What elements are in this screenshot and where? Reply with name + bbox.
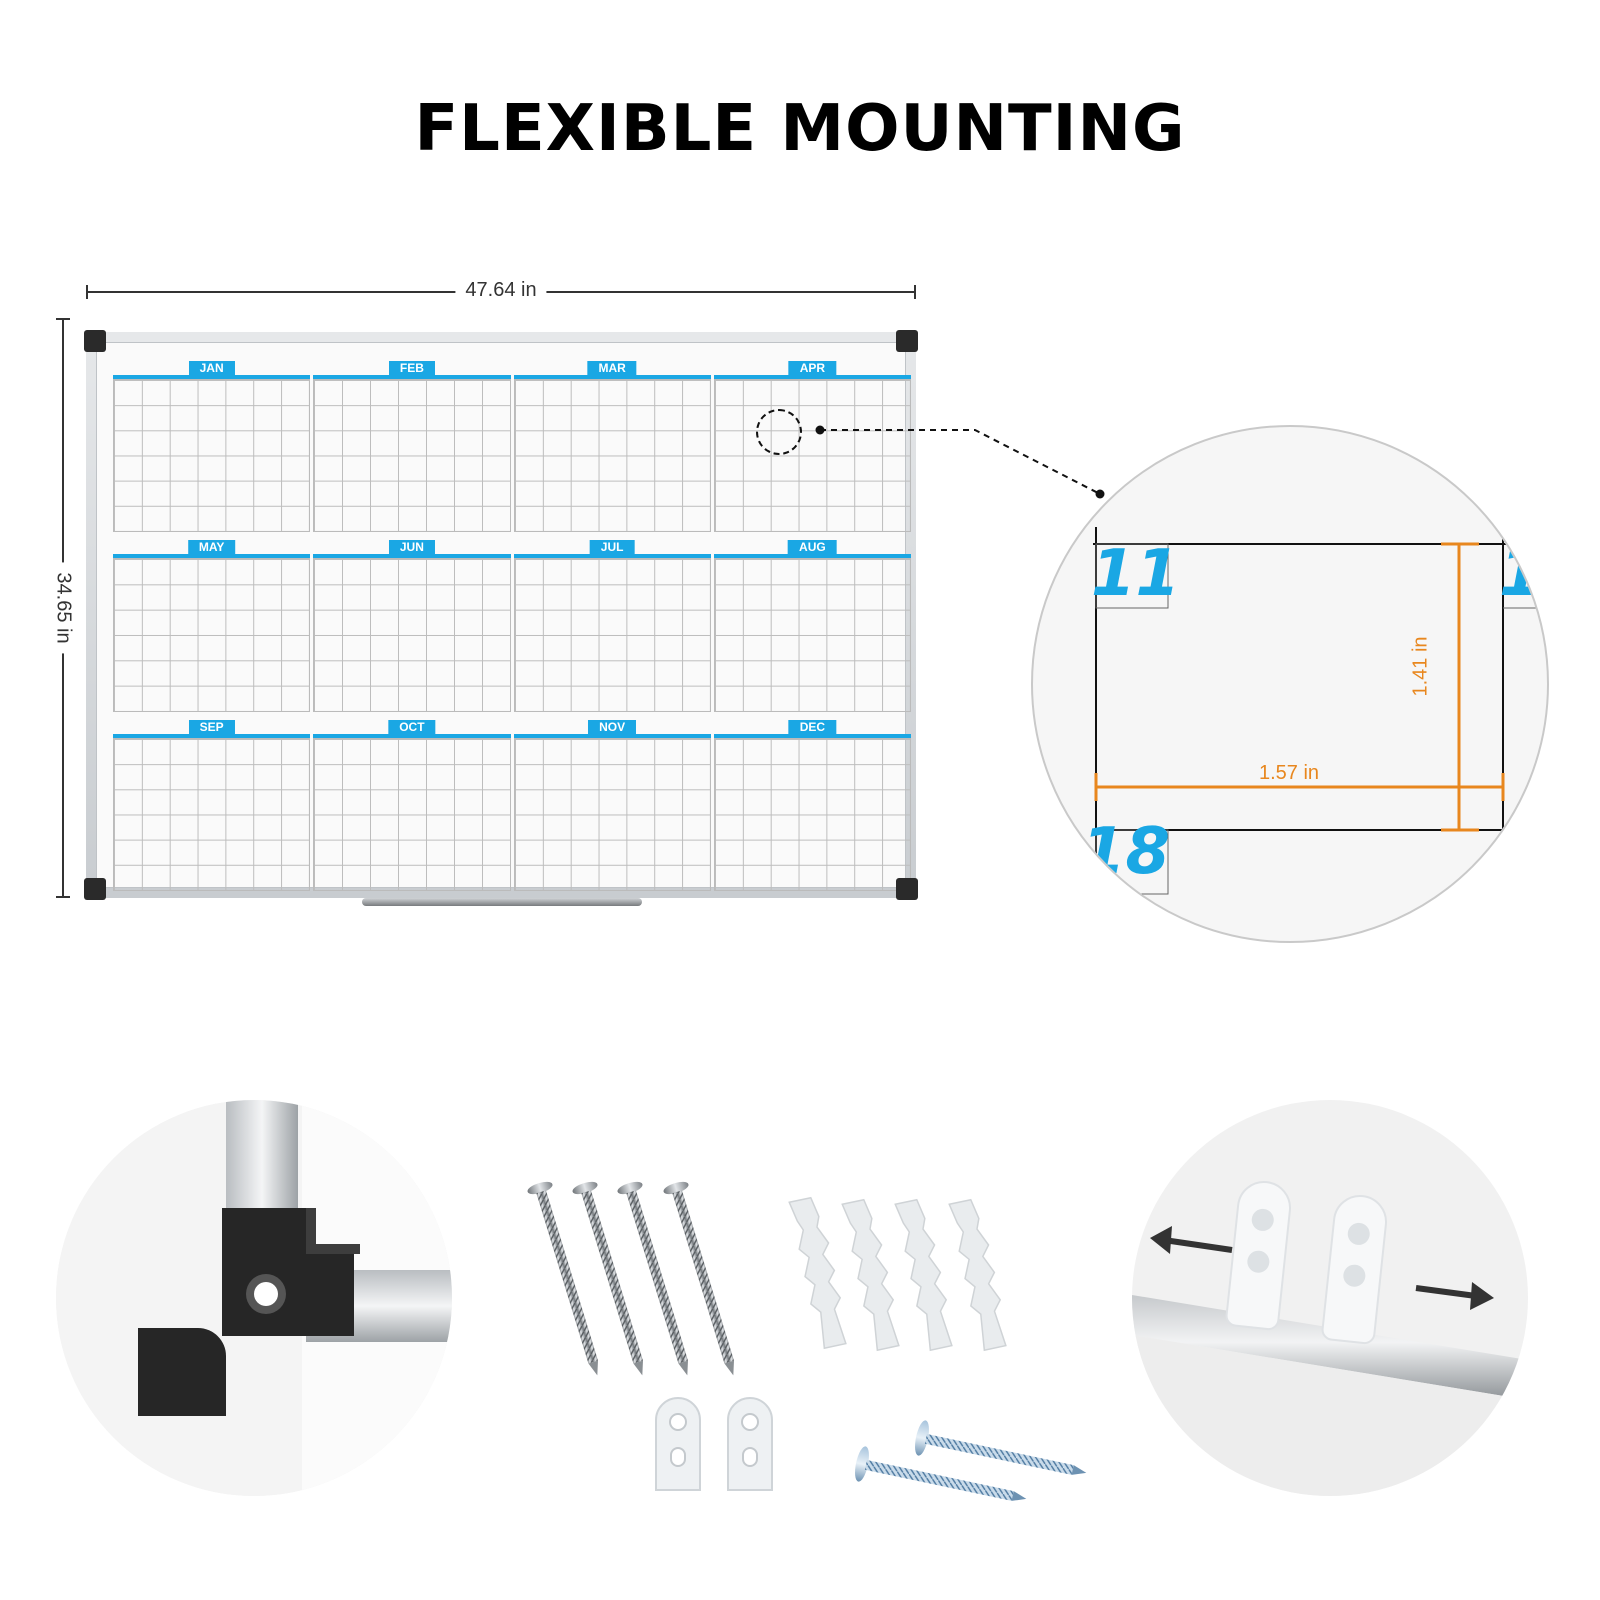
- weekday-header-bar: [513, 554, 711, 559]
- weekday-header-bar: [113, 733, 311, 738]
- weekday-header-bar: [713, 375, 911, 379]
- month-block: FEB: [313, 361, 511, 533]
- hanging-clip-icon: [727, 1397, 773, 1491]
- wall-anchor-icon: [948, 1198, 1007, 1352]
- month-block: AUG: [713, 540, 911, 712]
- month-block: APR: [713, 361, 911, 533]
- screw-icon: [915, 1420, 1087, 1475]
- weekday-header-bar: [313, 554, 511, 559]
- weekday-header-bar: [713, 733, 911, 738]
- slide-arrow-icon: [1415, 1282, 1494, 1310]
- month-block: SEP: [113, 719, 311, 891]
- hanging-clip-icon: [1321, 1195, 1387, 1345]
- month-block: JUL: [513, 540, 711, 712]
- day-cell-grid: [713, 558, 911, 712]
- month-block: OCT: [313, 719, 511, 891]
- weekday-header-bar: [113, 375, 311, 379]
- wall-anchor-icon: [841, 1198, 900, 1352]
- wall-anchor-icon: [894, 1198, 953, 1352]
- weekday-header-bar: [513, 375, 711, 379]
- corner-cap-icon: [896, 878, 918, 900]
- day-cell-grid: [313, 737, 511, 891]
- month-block: MAR: [513, 361, 711, 533]
- zoom-focus-circle: [756, 409, 802, 455]
- height-dimension: 34.65 in: [51, 318, 75, 898]
- month-label: NOV: [588, 719, 637, 735]
- wall-anchor-icon: [788, 1196, 847, 1350]
- width-label: 47.64 in: [455, 279, 547, 302]
- month-block: JAN: [113, 361, 311, 533]
- screw-icon: [663, 1181, 734, 1376]
- corner-cap-icon: [84, 330, 106, 352]
- month-label: OCT: [388, 719, 436, 735]
- weekday-header-bar: [513, 733, 711, 738]
- day-cell-grid: [713, 379, 911, 533]
- month-block: MAY: [113, 540, 311, 712]
- day-cell-grid: [513, 737, 711, 891]
- screw-icon: [855, 1446, 1027, 1501]
- day-cell-grid: [313, 379, 511, 533]
- cell-width-label: 1.57 in: [1259, 762, 1320, 784]
- day-cell-grid: [113, 737, 311, 891]
- month-grid: JAN FEB MAR APR MAY JUN JUL AUG SEP OCT NOV DEC: [113, 361, 911, 891]
- screw-icon: [617, 1181, 688, 1376]
- marker-tray: [362, 898, 642, 906]
- zoom-detail-circle: 11 18 1 1.57 in 1.41 in: [1031, 425, 1549, 943]
- day-cell-grid: [313, 558, 511, 712]
- month-label: JUN: [388, 540, 435, 556]
- month-block: NOV: [513, 719, 711, 891]
- corner-cap-icon: [84, 878, 106, 900]
- day-number: 11: [1091, 537, 1181, 611]
- screw-icon: [527, 1181, 598, 1376]
- month-label: SEP: [188, 719, 235, 735]
- hanging-clip-icon: [1225, 1181, 1291, 1331]
- month-label: FEB: [388, 361, 435, 376]
- month-block: DEC: [713, 719, 911, 891]
- month-label: MAY: [187, 540, 236, 556]
- day-cell-grid: [113, 379, 311, 533]
- hanging-clip-icon: [655, 1397, 701, 1491]
- rail-clip-closeup-circle: [1132, 1100, 1528, 1496]
- day-number: 18: [1081, 815, 1171, 889]
- month-label: DEC: [788, 719, 837, 735]
- screw-icon: [572, 1181, 643, 1376]
- day-cell-grid: [513, 379, 711, 533]
- month-label: AUG: [788, 540, 837, 556]
- corner-closeup-circle: [56, 1100, 452, 1496]
- width-dimension: 47.64 in: [86, 279, 916, 302]
- month-label: JUL: [589, 540, 635, 556]
- corner-cap-icon: [896, 330, 918, 352]
- month-block: JUN: [313, 540, 511, 712]
- day-cell-grid: [113, 558, 311, 712]
- weekday-header-bar: [713, 554, 911, 559]
- page-title: FLEXIBLE MOUNTING: [414, 92, 1186, 166]
- weekday-header-bar: [313, 733, 511, 738]
- month-label: MAR: [587, 361, 637, 376]
- weekday-header-bar: [313, 375, 511, 379]
- month-label: JAN: [188, 361, 235, 376]
- weekday-header-bar: [113, 554, 311, 559]
- day-number: 1: [1499, 537, 1544, 611]
- slide-arrow-icon: [1150, 1226, 1233, 1254]
- corner-bracket-icon: [56, 1100, 452, 1496]
- day-cell-grid: [513, 558, 711, 712]
- month-label: APR: [788, 361, 837, 376]
- day-cell-grid: [713, 737, 911, 891]
